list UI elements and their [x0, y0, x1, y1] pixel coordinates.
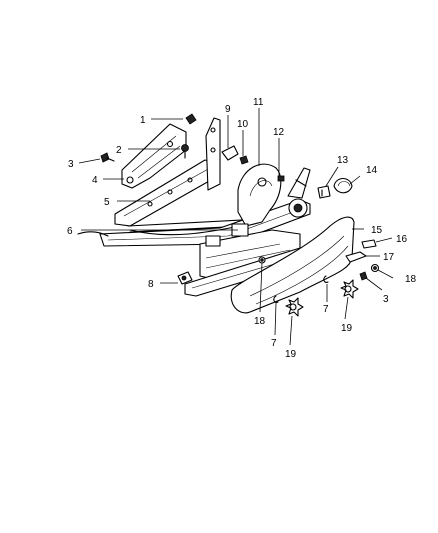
- leader-lines: [78, 108, 394, 346]
- callout-6: 6: [67, 226, 73, 237]
- callout-3-right: 3: [383, 294, 389, 305]
- callout-15: 15: [371, 225, 383, 236]
- callout-7-right: 7: [323, 304, 329, 315]
- part-14-knob: [333, 177, 353, 194]
- part-3-bolt-right: [359, 271, 368, 281]
- part-2-bolt: [181, 144, 189, 159]
- callout-16: 16: [396, 234, 408, 245]
- callout-3-left: 3: [68, 159, 74, 170]
- callout-18-left: 18: [254, 316, 266, 327]
- part-3-bolt-left: [100, 152, 115, 163]
- callout-8: 8: [148, 279, 154, 290]
- left-side-plate: [121, 123, 187, 189]
- callout-2: 2: [116, 145, 122, 156]
- part-18-nut-left: [258, 256, 266, 264]
- part-6-handle: [77, 231, 109, 237]
- part-13-bolt: [317, 185, 331, 199]
- callout-14: 14: [366, 165, 378, 176]
- part-10-fastener: [239, 155, 249, 165]
- part-8-bracket: [177, 271, 193, 285]
- part-7-spring-right: [323, 275, 329, 283]
- callout-5: 5: [104, 197, 110, 208]
- part-16-trim: [361, 239, 377, 249]
- part-19-knob-right: [340, 279, 359, 299]
- callout-11: 11: [253, 97, 264, 108]
- part-15-side-shield: [230, 216, 355, 314]
- callout-12: 12: [273, 127, 285, 138]
- part-7-spring-left: [273, 295, 279, 303]
- callout-13: 13: [337, 155, 349, 166]
- part-9-cap: [221, 145, 239, 161]
- callout-18-right: 18: [405, 274, 417, 285]
- seat-track-frame: [99, 117, 311, 297]
- callout-1: 1: [140, 115, 146, 126]
- part-1-clip: [185, 113, 197, 125]
- callout-19-left: 19: [285, 349, 297, 360]
- callout-19-right: 19: [341, 323, 353, 334]
- callout-labels: 1 2 3 4 5 6 7 7 8 9 10 11 12 13 14 15 16…: [67, 97, 417, 360]
- callout-4: 4: [92, 175, 98, 186]
- callout-10: 10: [237, 119, 249, 130]
- callout-17: 17: [383, 252, 395, 263]
- part-12-clip: [277, 175, 285, 182]
- part-18-nut-right: [370, 263, 380, 273]
- callout-9: 9: [225, 104, 231, 115]
- callout-7-left: 7: [271, 338, 277, 349]
- part-19-knob-left: [285, 297, 304, 317]
